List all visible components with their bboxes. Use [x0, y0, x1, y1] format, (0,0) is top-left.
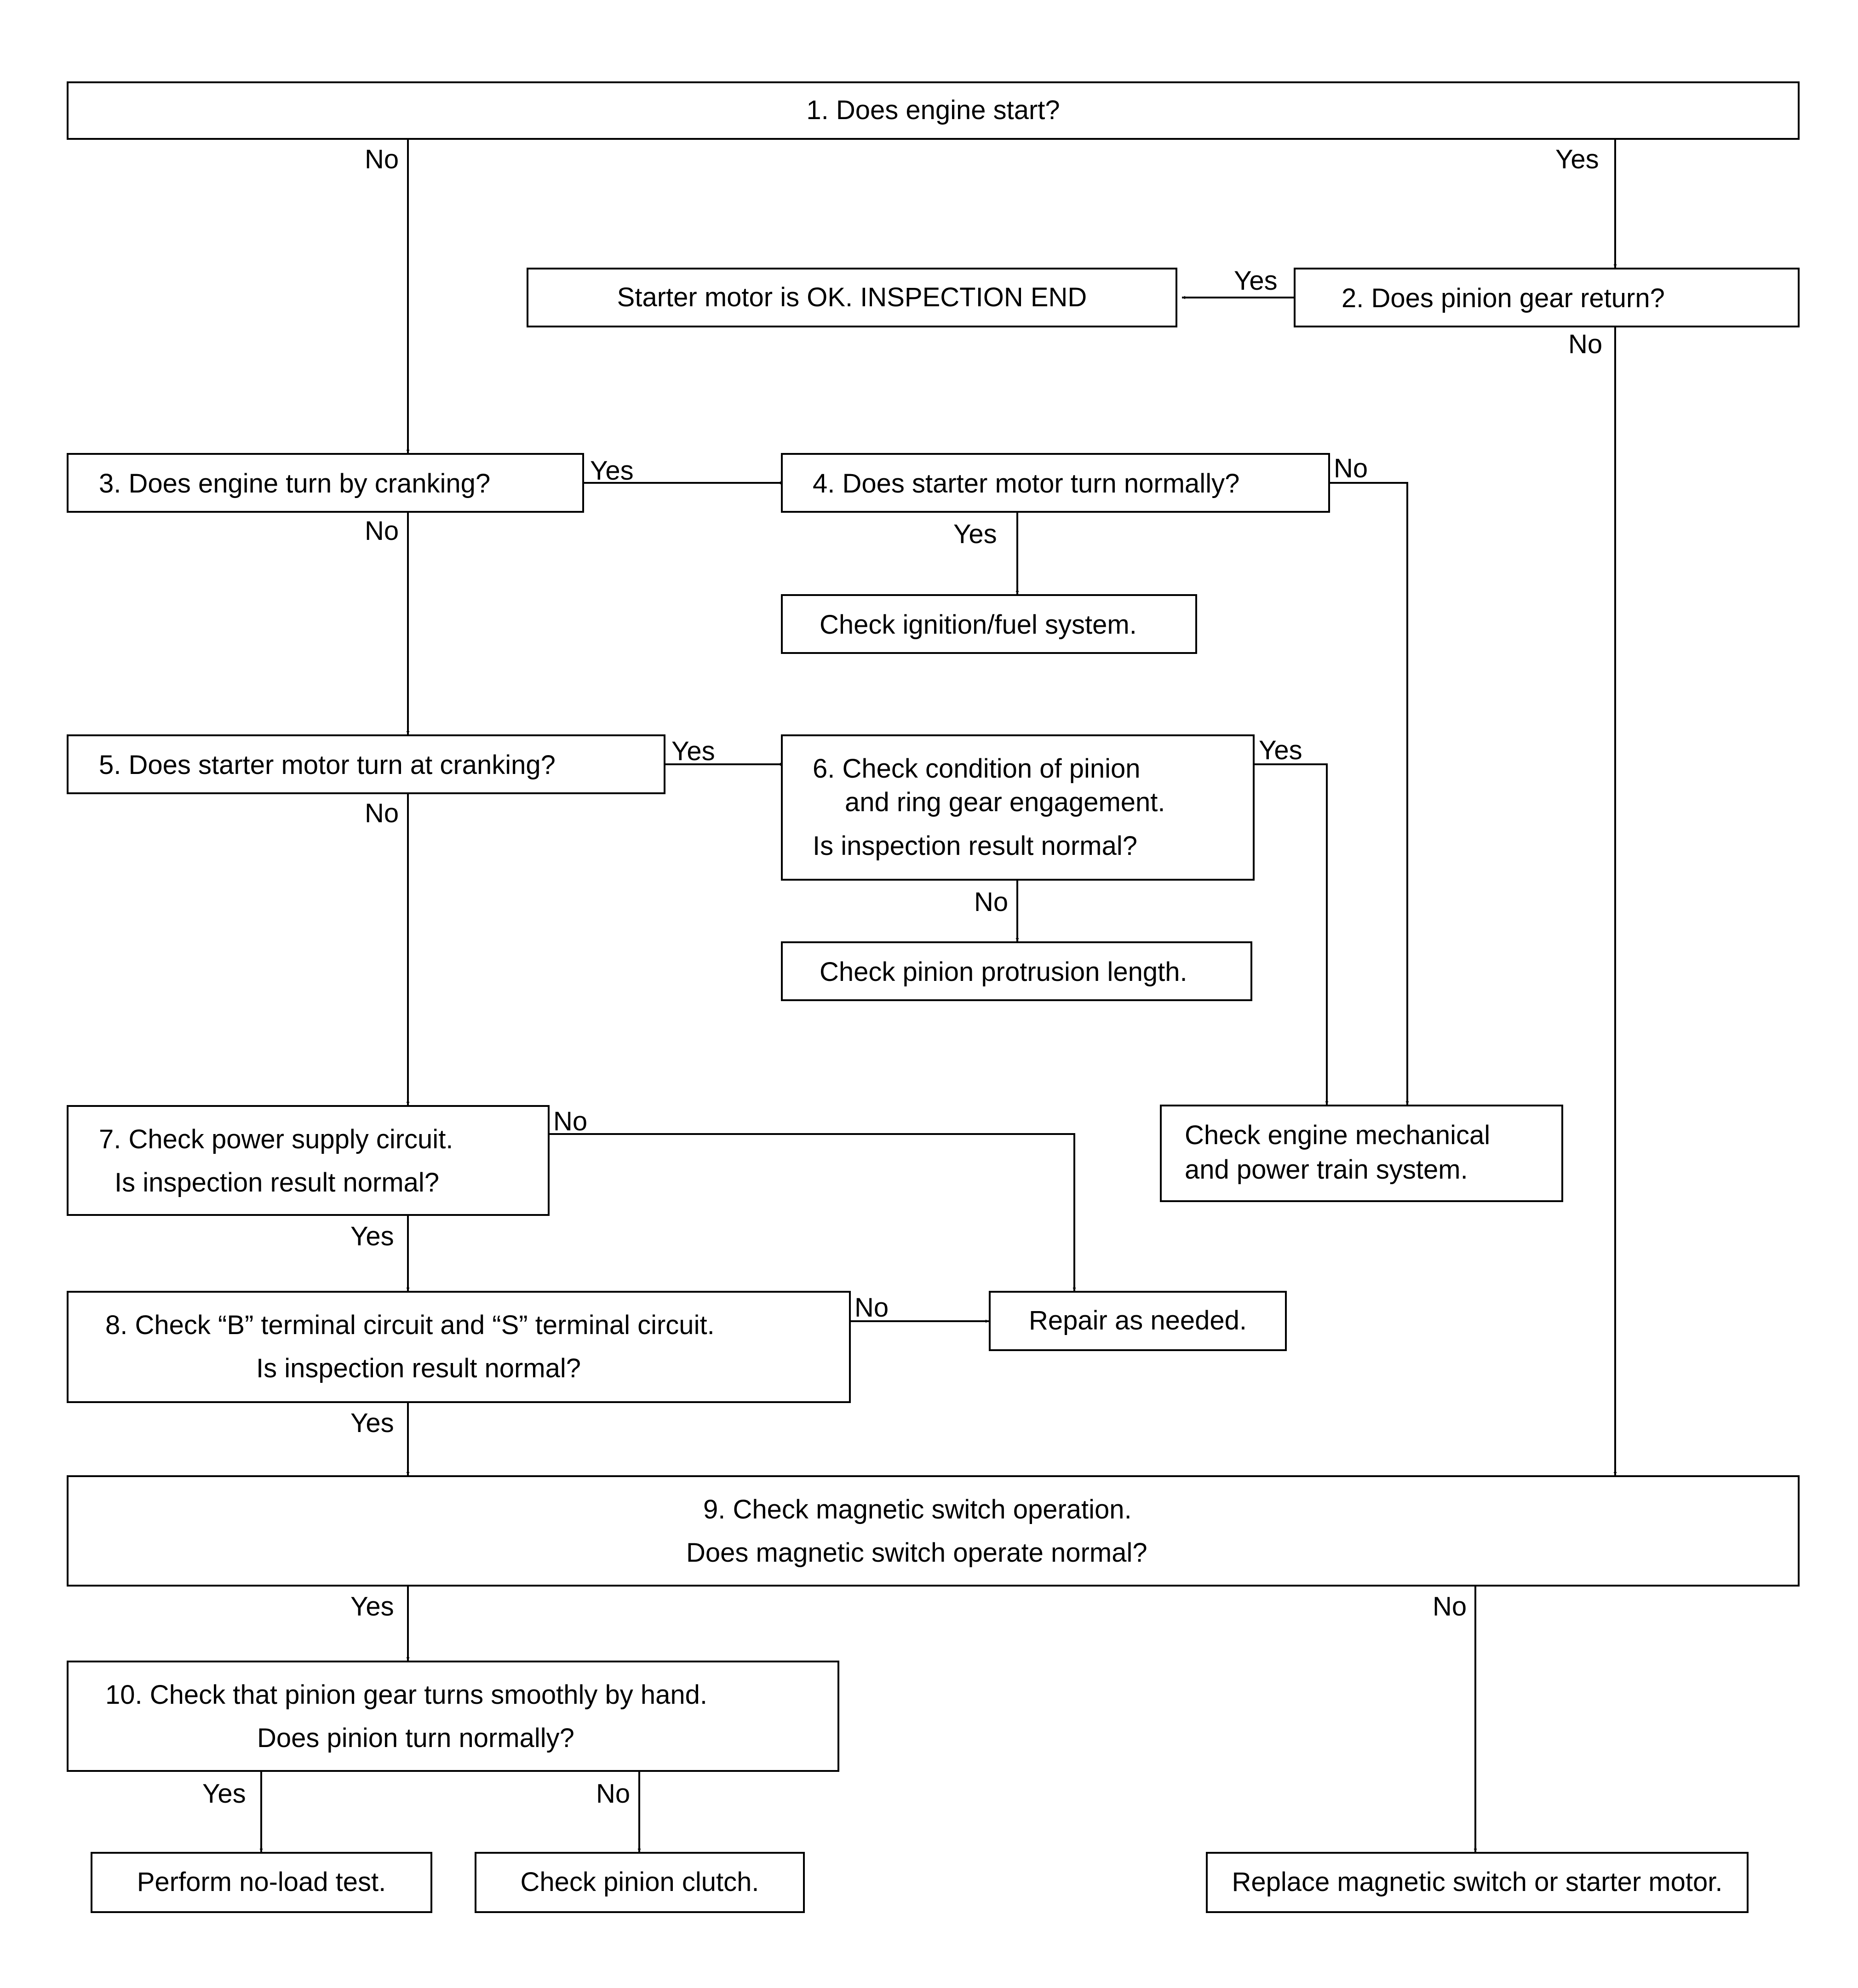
node-2-text: 2. Does pinion gear return?: [1342, 283, 1665, 313]
label-n6-no: No: [974, 887, 1009, 917]
node-replace-switch: Replace magnetic switch or starter motor…: [1206, 1852, 1749, 1913]
label-n7-yes: Yes: [350, 1221, 394, 1251]
node-1-text: 1. Does engine start?: [806, 95, 1060, 126]
node-replace-text: Replace magnetic switch or starter motor…: [1232, 1867, 1723, 1897]
label-n9-no: No: [1433, 1592, 1467, 1621]
node-4-text: 4. Does starter motor turn normally?: [813, 469, 1240, 498]
label-n10-no: No: [596, 1779, 631, 1809]
node-5-text: 5. Does starter motor turn at cranking?: [99, 750, 556, 780]
label-n1-no: No: [365, 144, 399, 174]
node-no-load-text: Perform no-load test.: [137, 1867, 386, 1897]
node-pinion-clutch: Check pinion clutch.: [475, 1852, 805, 1913]
label-n3-no: No: [365, 516, 399, 546]
node-ignition-text: Check ignition/fuel system.: [820, 610, 1137, 640]
node-6-pinion-ring-gear: 6. Check condition of pinion and ring ge…: [781, 734, 1255, 881]
node-ok-text: Starter motor is OK. INSPECTION END: [617, 282, 1087, 312]
label-n2-yes: Yes: [1234, 266, 1278, 296]
node-repair-text: Repair as needed.: [1029, 1306, 1247, 1336]
node-protrusion-text: Check pinion protrusion length.: [820, 957, 1187, 987]
node-4-starter-normal: 4. Does starter motor turn normally?: [781, 453, 1330, 513]
node-ok-end: Starter motor is OK. INSPECTION END: [527, 268, 1177, 327]
label-n7-no: No: [553, 1106, 588, 1136]
node-clutch-text: Check pinion clutch.: [520, 1867, 759, 1897]
node-10-line-1: 10. Check that pinion gear turns smoothl…: [105, 1680, 707, 1710]
label-n4-no: No: [1334, 453, 1368, 483]
edge-n4-no: [1329, 482, 1409, 1105]
node-pinion-protrusion: Check pinion protrusion length.: [781, 941, 1252, 1001]
label-n3-yes: Yes: [590, 456, 634, 486]
node-2-pinion-return: 2. Does pinion gear return?: [1294, 268, 1800, 327]
node-mechanical-line-1: Check engine mechanical: [1185, 1120, 1491, 1150]
edge-n6-yes: [1254, 763, 1329, 1105]
node-8-terminal-circuits: 8. Check “B” terminal circuit and “S” te…: [67, 1291, 851, 1403]
node-3-engine-cranking: 3. Does engine turn by cranking?: [67, 453, 584, 513]
node-repair: Repair as needed.: [989, 1291, 1287, 1351]
node-9-line-2: Does magnetic switch operate normal?: [686, 1538, 1147, 1568]
label-n8-yes: Yes: [350, 1408, 394, 1438]
label-n5-no: No: [365, 798, 399, 828]
node-8-line-1: 8. Check “B” terminal circuit and “S” te…: [105, 1310, 715, 1340]
node-6-line-3: Is inspection result normal?: [813, 831, 1137, 861]
node-5-starter-cranking: 5. Does starter motor turn at cranking?: [67, 734, 665, 794]
label-n2-no: No: [1568, 329, 1603, 359]
node-9-line-1: 9. Check magnetic switch operation.: [703, 1495, 1132, 1524]
node-7-line-1: 7. Check power supply circuit.: [99, 1124, 453, 1154]
label-n1-yes: Yes: [1555, 144, 1599, 174]
label-n9-yes: Yes: [350, 1592, 394, 1621]
node-engine-mechanical: Check engine mechanical and power train …: [1160, 1105, 1563, 1202]
node-no-load-test: Perform no-load test.: [91, 1852, 432, 1913]
label-n5-yes: Yes: [671, 736, 715, 766]
node-9-magnetic-switch: 9. Check magnetic switch operation. Does…: [67, 1475, 1800, 1587]
node-7-line-2: Is inspection result normal?: [115, 1168, 439, 1197]
node-3-text: 3. Does engine turn by cranking?: [99, 469, 491, 498]
node-6-line-2: and ring gear engagement.: [845, 787, 1165, 817]
node-10-line-2: Does pinion turn normally?: [257, 1723, 574, 1753]
label-n4-yes: Yes: [953, 519, 997, 549]
node-mechanical-line-2: and power train system.: [1185, 1155, 1468, 1185]
node-1-engine-start: 1. Does engine start?: [67, 81, 1800, 140]
node-6-line-1: 6. Check condition of pinion: [813, 754, 1141, 784]
label-n8-no: No: [854, 1293, 889, 1323]
label-n10-yes: Yes: [202, 1779, 246, 1809]
label-n6-yes: Yes: [1259, 735, 1302, 765]
node-8-line-2: Is inspection result normal?: [256, 1353, 581, 1383]
node-7-power-supply: 7. Check power supply circuit. Is inspec…: [67, 1105, 550, 1216]
node-ignition-fuel: Check ignition/fuel system.: [781, 594, 1197, 654]
node-10-pinion-smooth: 10. Check that pinion gear turns smoothl…: [67, 1661, 839, 1772]
edge-n7-no: [549, 1133, 1076, 1291]
